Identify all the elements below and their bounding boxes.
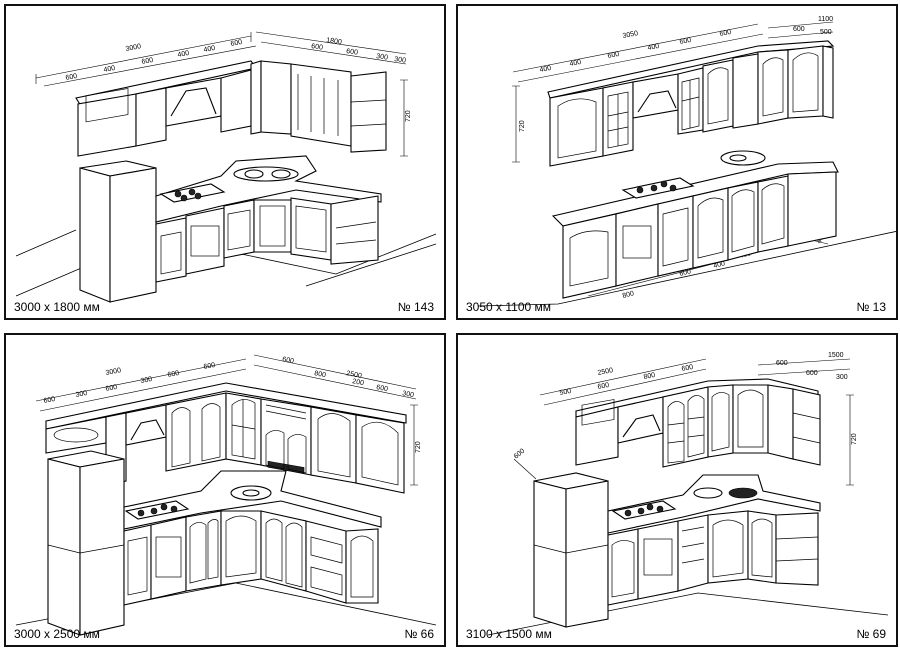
dim-right-seg-3: 300 [376,53,389,62]
dim-top-seg-1: 600 [65,73,78,82]
dim-top-total: 3000 [105,367,122,377]
dim-right-seg-4: 300 [394,56,407,65]
dim-height: 720 [519,120,526,132]
dim-top-seg-3: 800 [643,372,656,381]
dim-top-seg-4: 600 [681,364,694,373]
kitchen-drawing-13: 3050 1100 400 400 600 400 600 600 600 50… [477,16,896,307]
kitchen-size-label: 3100 x 1500 мм [466,627,552,641]
kitchen-number-label: № 13 [856,300,886,314]
dim-top-seg-3: 600 [105,384,118,393]
countertop-and-base [607,474,821,606]
dim-right-seg-3: 200 [352,378,365,387]
dim-top-seg-2: 300 [75,390,88,399]
fridge [79,160,157,303]
kitchen-size-label: 3050 x 1100 мм [466,300,552,314]
floor-lines [477,231,896,307]
dim-top-total: 2500 [597,367,614,377]
dim-bottom-seg-2: 600 [679,268,692,278]
kitchen-plan-13: 3050 1100 400 400 600 400 600 600 600 50… [456,4,898,320]
dim-top-seg-1: 600 [43,396,56,405]
upper-cabinets [45,382,407,494]
fridge [47,450,125,636]
countertop-and-base [155,155,382,283]
dim-bottom-seg-1: 800 [622,290,635,300]
dim-height: 720 [415,441,422,453]
dim-left-depth: 600 [513,448,527,461]
fridge [533,472,609,628]
kitchen-number-label: № 143 [397,300,434,314]
dim-top-seg-5: 600 [167,370,180,379]
dim-top-seg-3: 600 [141,57,154,66]
countertop-and-base [551,150,839,299]
dim-right-seg-1: 600 [776,360,788,367]
dimension-lines [35,31,408,157]
dimension-lines [35,354,418,486]
upper-cabinets [75,60,387,157]
dim-top-seg-2: 600 [597,382,610,391]
dim-right-seg-2: 600 [806,370,818,377]
kitchen-plan-66: 3000 2500 600 300 600 300 600 600 600 80… [4,333,446,647]
dim-top-seg-2: 400 [569,59,582,68]
dim-right-seg-3: 300 [836,374,848,381]
kitchen-size-label: 3000 x 2500 мм [14,627,100,641]
dim-right-seg-5: 300 [402,390,415,399]
dim-top-right-total: 1100 [818,16,833,23]
kitchen-number-label: № 66 [404,627,434,641]
dim-top-seg-5: 400 [203,45,216,54]
dimension-lines [513,358,854,486]
dim-top-right-total: 1500 [828,352,844,359]
dim-top-seg-6: 600 [719,29,732,38]
dim-top-seg-1: 400 [539,65,552,74]
dim-top-seg-4: 400 [647,43,660,52]
dim-top-seg-3: 600 [607,51,620,60]
dim-top-seg-6: 600 [203,362,216,371]
dim-right-seg-2: 500 [820,29,832,36]
dim-right-seg-4: 600 [376,384,389,393]
dim-top-seg-4: 400 [177,50,190,59]
dim-top-seg-5: 600 [679,37,692,46]
dim-top-seg-1: 500 [559,388,572,397]
dim-right-seg-1: 600 [282,356,295,365]
upper-cabinets [547,40,835,167]
dim-height: 720 [851,433,858,445]
dim-top-seg-6: 600 [230,39,243,48]
kitchen-drawing-143: 3000 1800 600 400 600 400 400 600 600 60… [15,31,437,303]
countertop-and-base [123,470,382,606]
dim-right-seg-2: 800 [314,370,327,379]
kitchen-number-label: № 69 [856,627,886,641]
dim-bottom-seg-3: 400 [713,260,726,270]
kitchen-drawing-69: 2500 1500 500 600 800 600 600 600 300 60… [487,352,889,636]
kitchen-plan-143: 3000 1800 600 400 600 400 400 600 600 60… [4,4,446,320]
dim-top-seg-2: 400 [103,65,116,74]
dim-right-seg-2: 600 [346,48,359,57]
kitchen-drawing-66: 3000 2500 600 300 600 300 600 600 600 80… [15,354,437,636]
upper-cabinets [575,378,821,468]
dim-top-total: 3050 [622,30,639,40]
dim-right-seg-1: 600 [311,43,324,52]
kitchen-plan-69: 2500 1500 500 600 800 600 600 600 300 60… [456,333,898,647]
dim-top-right-total: 1800 [326,37,343,46]
dim-height: 720 [405,110,412,122]
kitchen-size-label: 3000 x 1800 мм [14,300,100,314]
dim-top-right-total: 2500 [346,370,363,380]
dim-top-seg-4: 300 [140,376,153,385]
dim-top-total: 3000 [125,43,142,53]
dim-right-seg-1: 600 [793,26,805,33]
